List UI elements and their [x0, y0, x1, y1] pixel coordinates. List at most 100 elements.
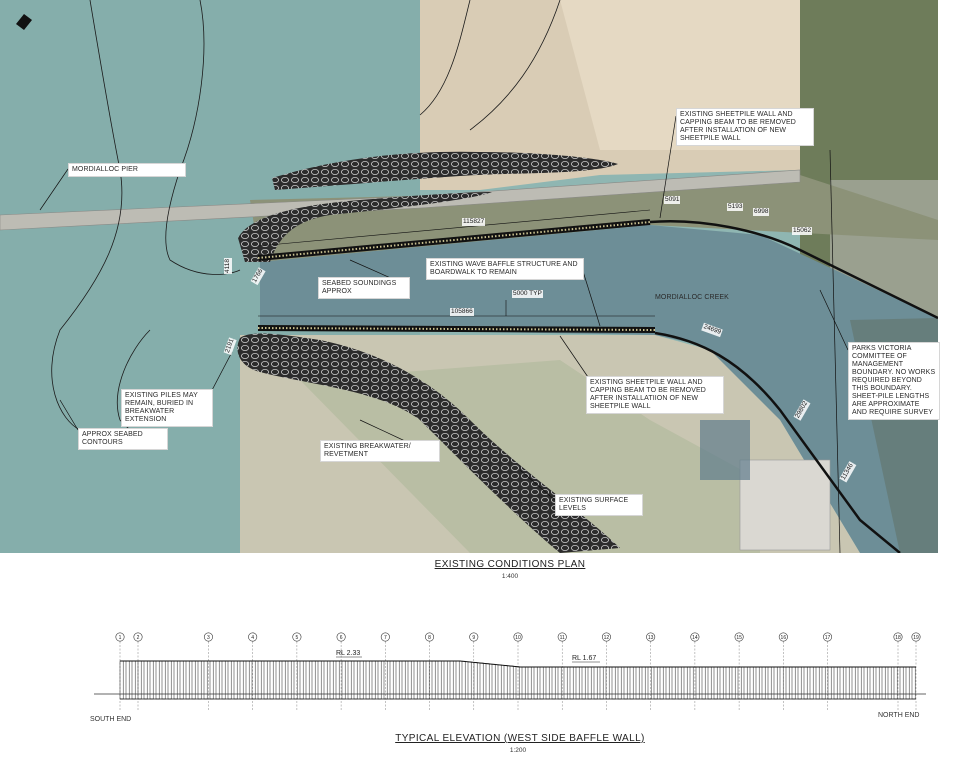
svg-text:13: 13	[648, 635, 654, 641]
breakwater-north	[272, 151, 618, 190]
creek-label: MORDIALLOC CREEK	[655, 294, 729, 301]
seabed-soundings-note: SEABED SOUNDINGS APPROX	[318, 277, 410, 299]
dim-6998: 6998	[753, 208, 770, 216]
rl-left: RL 2.33	[336, 650, 360, 657]
svg-text:7: 7	[384, 635, 387, 641]
existing-piles-note: EXISTING PILES MAY REMAIN, BURIED IN BRE…	[121, 389, 213, 427]
parks-victoria-note: PARKS VICTORIA COMMITTEE OF MANAGEMENT B…	[848, 342, 940, 420]
svg-text:18: 18	[895, 635, 901, 641]
dim-105866: 105866	[450, 308, 474, 316]
baffle-board	[371, 660, 376, 700]
baffle-board	[365, 660, 370, 700]
baffle-board	[233, 660, 238, 700]
south-end-label: SOUTH END	[90, 716, 132, 723]
baffle-board	[191, 660, 196, 700]
plan-scale: 1:400	[501, 573, 519, 580]
baffle-board	[419, 660, 424, 700]
baffle-board	[299, 660, 304, 700]
elevation-title: TYPICAL ELEVATION (WEST SIDE BAFFLE WALL…	[395, 733, 645, 744]
baffle-board	[149, 660, 154, 700]
baffle-board	[173, 660, 178, 700]
grid-marker-9: 9	[469, 632, 479, 711]
grid-marker-7: 7	[380, 632, 390, 711]
north-end-label: NORTH END	[878, 712, 920, 719]
grid-marker-17: 17	[823, 632, 833, 711]
baffle-board	[215, 660, 220, 700]
sheetpile-bottom-note: EXISTING SHEETPILE WALL AND CAPPING BEAM…	[586, 376, 724, 414]
baffle-board	[317, 660, 322, 700]
existing-conditions-plan	[0, 0, 938, 553]
svg-text:16: 16	[781, 635, 787, 641]
baffle-board	[161, 660, 166, 700]
svg-text:1: 1	[119, 635, 122, 641]
grid-marker-18: 18	[893, 632, 903, 711]
dim-115827: 115827	[462, 218, 486, 226]
baffle-board	[335, 660, 340, 700]
baffle-board	[203, 660, 208, 700]
baffle-board	[221, 660, 226, 700]
baffle-board	[473, 662, 478, 700]
baffle-board	[467, 661, 472, 700]
grid-marker-1: 1	[115, 632, 125, 711]
svg-text:10: 10	[515, 635, 521, 641]
baffle-board	[383, 660, 388, 700]
baffle-board	[143, 660, 148, 700]
baffle-board	[167, 660, 172, 700]
grid-marker-11: 11	[557, 632, 567, 711]
svg-text:5: 5	[295, 635, 298, 641]
grid-marker-10: 10	[513, 632, 523, 711]
grid-marker-16: 16	[778, 632, 788, 711]
baffle-board	[131, 660, 136, 700]
baffle-board	[353, 660, 358, 700]
grid-marker-12: 12	[601, 632, 611, 711]
svg-text:8: 8	[428, 635, 431, 641]
elevation-scale: 1:200	[509, 747, 527, 754]
plan-title: EXISTING CONDITIONS PLAN	[434, 559, 586, 570]
grid-marker-19: 19	[911, 632, 921, 711]
baffle-board	[443, 660, 448, 700]
dim-5000-typ: 5000 TYP	[512, 290, 543, 298]
breakwater-north-spur	[238, 192, 492, 262]
creek-water	[260, 225, 938, 553]
baffle-board	[155, 660, 160, 700]
svg-text:19: 19	[913, 635, 919, 641]
seabed-contours	[51, 0, 561, 441]
baffle-board	[407, 660, 412, 700]
pier-label: MORDIALLOC PIER	[68, 163, 186, 177]
grid-marker-5: 5	[292, 632, 302, 711]
grid-marker-6: 6	[336, 632, 346, 711]
baffle-board	[449, 660, 454, 700]
baffle-board	[395, 660, 400, 700]
grid-marker-3: 3	[203, 632, 213, 711]
seabed-contours-note: APPROX SEABED CONTOURS	[78, 428, 168, 450]
creek-wall-north	[649, 220, 938, 320]
baffle-board	[359, 660, 364, 700]
baffle-board	[413, 660, 418, 700]
grid-marker-15: 15	[734, 632, 744, 711]
south-sheetpile-wall	[257, 325, 656, 333]
baffle-board	[239, 660, 244, 700]
baffle-board	[425, 660, 430, 700]
baffle-board	[287, 660, 292, 700]
wave-baffle-note: EXISTING WAVE BAFFLE STRUCTURE AND BOARD…	[426, 258, 584, 280]
svg-text:3: 3	[207, 635, 210, 641]
baffle-board	[179, 660, 184, 700]
dim-5091: 5091	[664, 196, 681, 204]
grid-marker-8: 8	[425, 632, 435, 711]
baffle-board	[431, 660, 436, 700]
baffle-board	[281, 660, 286, 700]
baffle-board	[401, 660, 406, 700]
baffle-board	[245, 660, 250, 700]
dim-4118: 4118	[223, 258, 232, 274]
baffle-board	[461, 660, 466, 700]
north-arrow-icon	[16, 14, 32, 30]
svg-text:2: 2	[137, 635, 140, 641]
dimension-lines	[257, 209, 655, 317]
baffle-board	[185, 660, 190, 700]
breakwater-south	[237, 333, 621, 553]
svg-text:12: 12	[604, 635, 610, 641]
svg-text:14: 14	[692, 635, 698, 641]
baffle-board	[209, 660, 214, 700]
baffle-board	[311, 660, 316, 700]
